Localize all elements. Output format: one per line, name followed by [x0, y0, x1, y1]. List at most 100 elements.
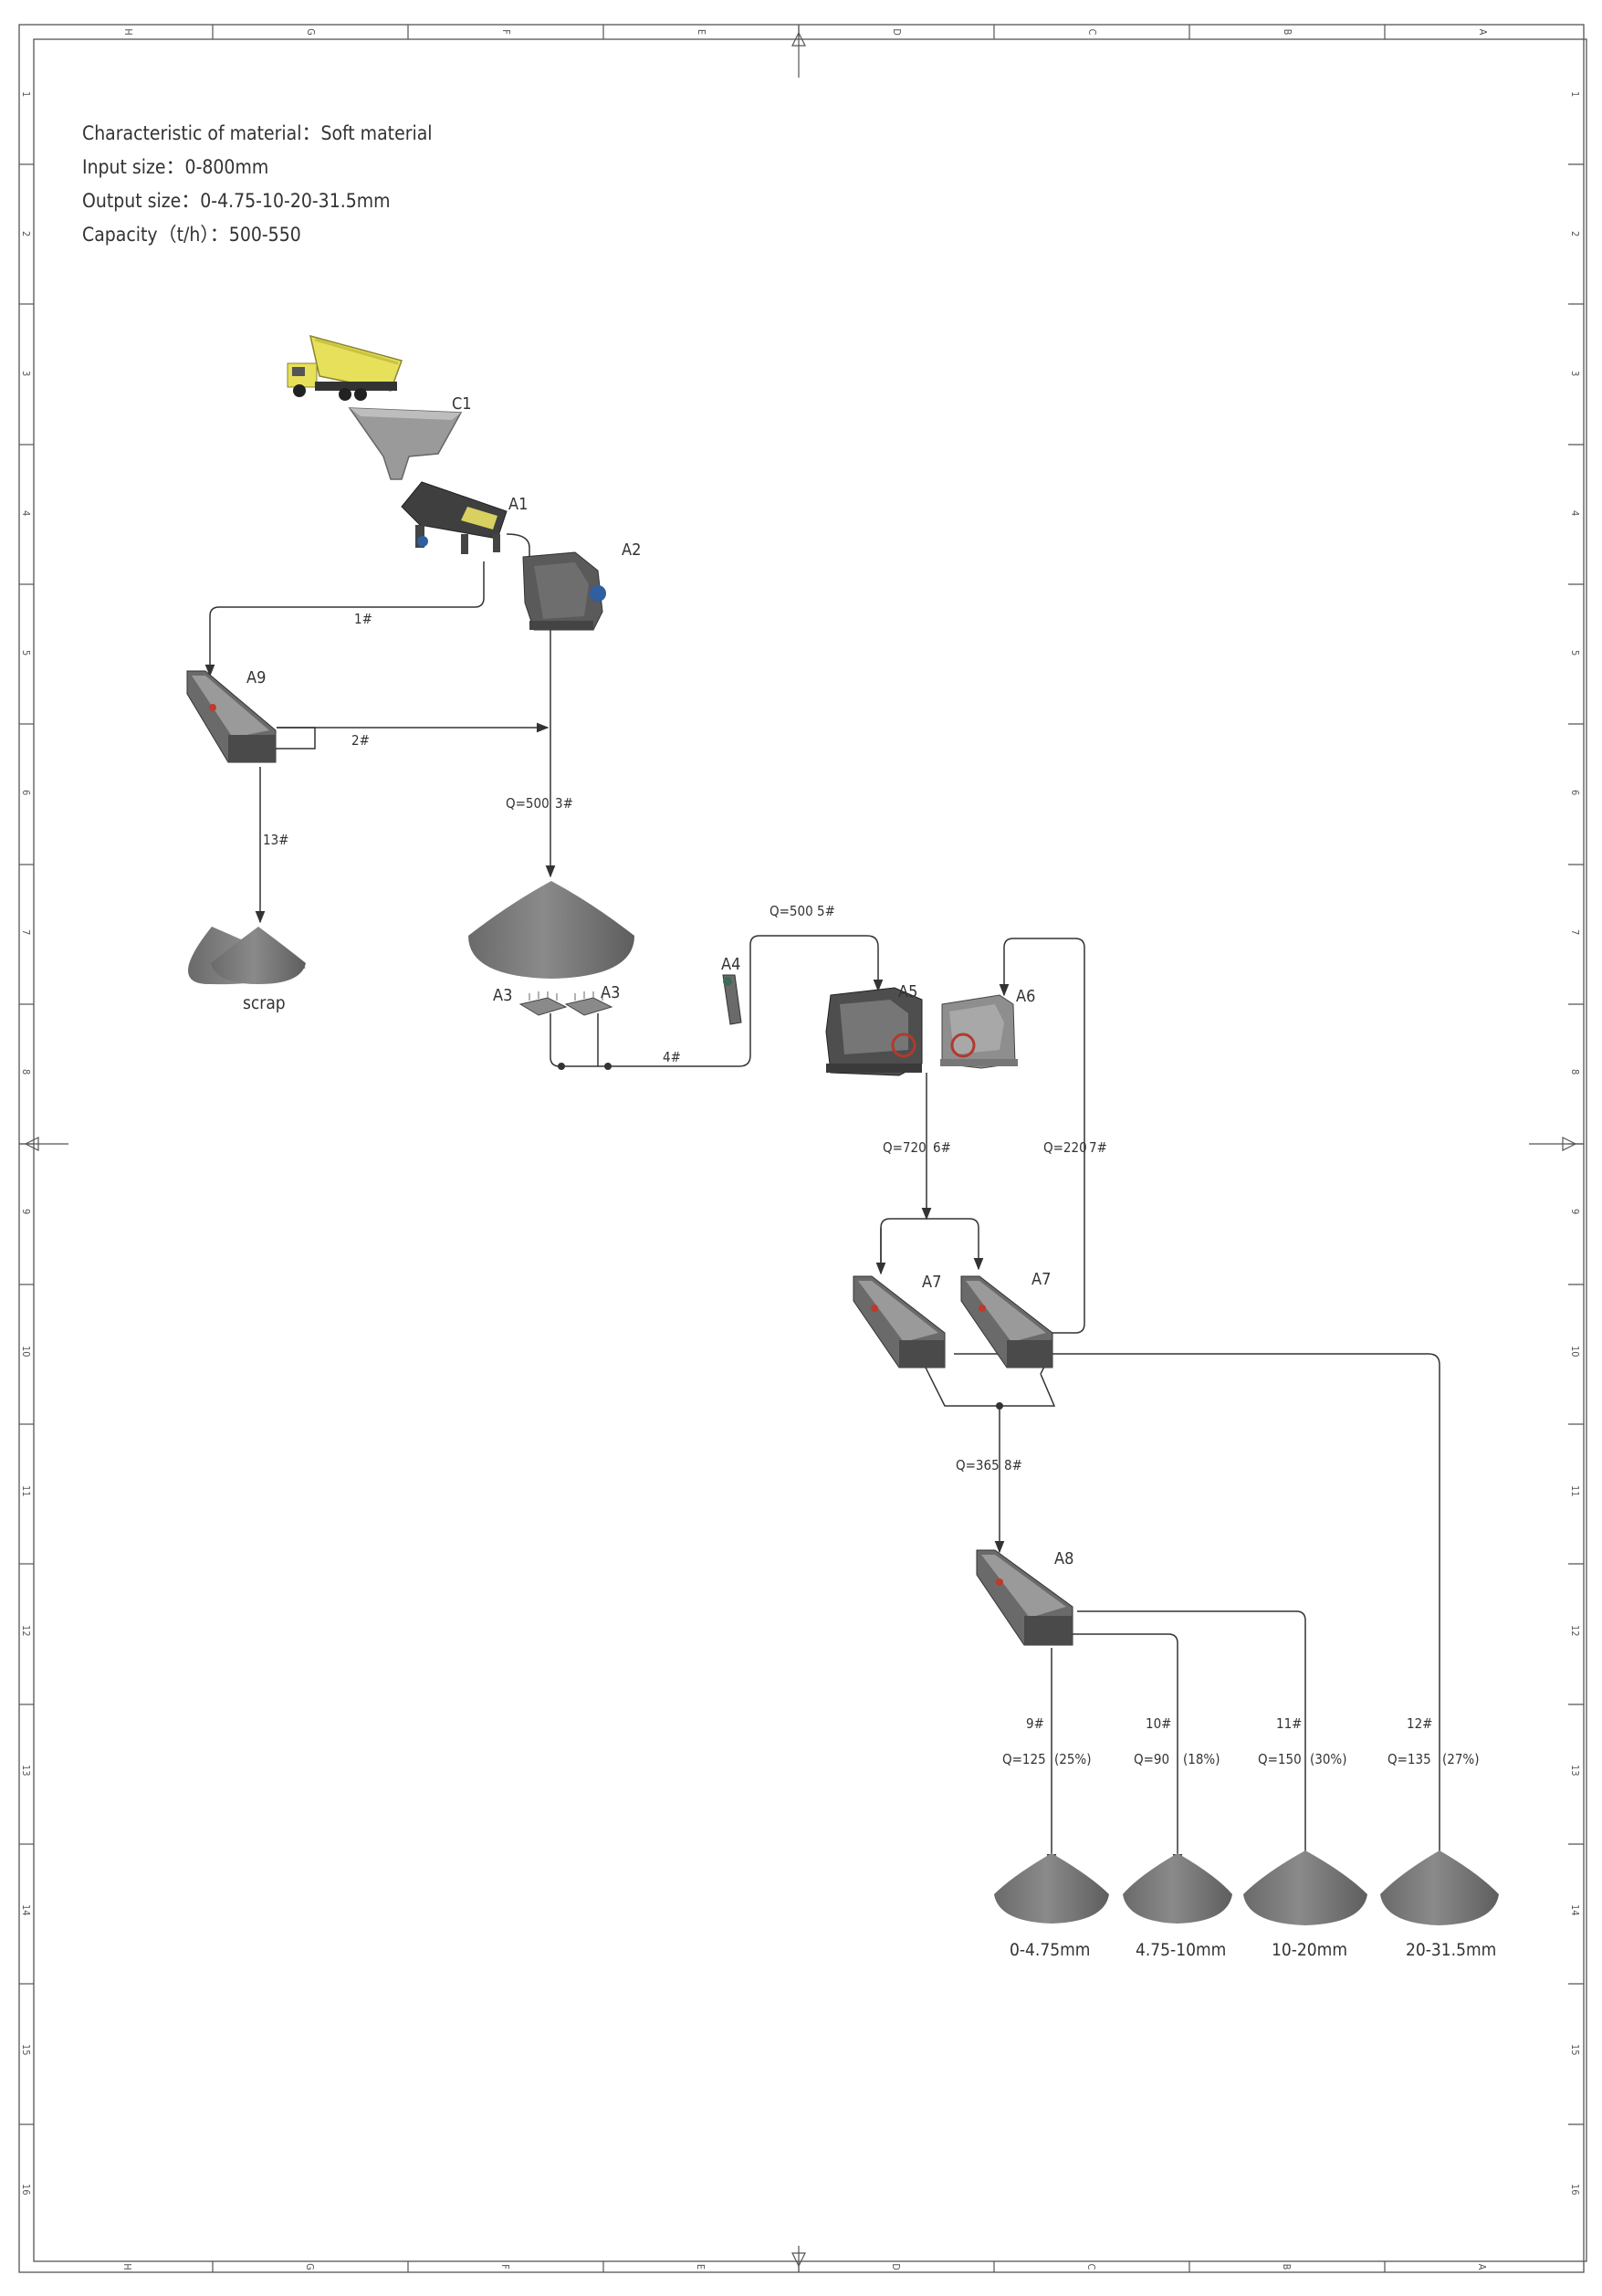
jaw-crusher-icon [522, 551, 606, 631]
product-label-4.75-10: 4.75-10mm [1136, 1940, 1226, 1960]
equipment-labels: C1 A1 A2 A9 A3 A3 A4 A5 A6 A7 A7 A8 [246, 394, 1073, 1568]
input-size: Input size：0-800mm [82, 156, 268, 178]
impact-crusher-a5-icon [825, 987, 923, 1076]
flow-label-8-q: Q=365 [956, 1457, 1000, 1473]
row-label: 2 [20, 231, 32, 236]
row-label: 3 [1569, 371, 1581, 376]
flow-label-10-q: Q=90 [1134, 1751, 1169, 1767]
dump-truck-icon [287, 334, 403, 401]
column-label: G [305, 28, 317, 36]
row-label: 1 [1569, 91, 1581, 97]
product-pile-icon [1243, 1850, 1367, 1925]
flow-line-12 [954, 1353, 1445, 1867]
flow-label-4: 4# [663, 1049, 681, 1065]
product-pile-icon [1380, 1850, 1499, 1925]
row-label: 12 [20, 1625, 32, 1637]
label-a3-right: A3 [601, 983, 620, 1002]
product-labels: scrap 0-4.75mm 4.75-10mm 10-20mm 20-31.5… [243, 993, 1496, 1960]
flow-label-9-pct: (25%) [1054, 1751, 1092, 1767]
column-label: C [1085, 2264, 1097, 2270]
column-label: B [1282, 29, 1293, 36]
flow-label-7-q: Q=220 [1043, 1139, 1087, 1156]
product-label-scrap: scrap [243, 993, 286, 1013]
flow-label-8: 8# [1004, 1457, 1022, 1473]
label-a2: A2 [622, 540, 641, 560]
row-label: 12 [1569, 1625, 1581, 1637]
row-label: 10 [1569, 1346, 1581, 1358]
column-label: H [122, 28, 134, 35]
row-label: 8 [1569, 1069, 1581, 1075]
row-label: 16 [1569, 2184, 1581, 2196]
flow-line-5 [749, 935, 884, 995]
flow-label-12-pct: (27%) [1442, 1751, 1480, 1767]
row-label: 7 [20, 929, 32, 935]
product-pile-icon [994, 1853, 1109, 1924]
flow-label-10-pct: (18%) [1183, 1751, 1220, 1767]
label-a5: A5 [898, 982, 917, 1001]
row-label: 6 [1569, 790, 1581, 795]
vibrating-screen-a7-right-icon [960, 1275, 1053, 1368]
label-a4: A4 [721, 955, 740, 974]
column-label: A [1476, 2264, 1488, 2270]
flow-label-12-q: Q=135 [1387, 1751, 1431, 1767]
row-label: 11 [1569, 1485, 1581, 1497]
row-label: 11 [20, 1485, 32, 1497]
flow-line-4 [550, 995, 751, 1067]
flow-label-6-q: Q=720 [883, 1139, 927, 1156]
flow-label-11-pct: (30%) [1310, 1751, 1347, 1767]
column-label: C [1086, 29, 1098, 36]
vibrating-feeder-a3-icons [518, 991, 613, 1016]
main-stockpile-icon [468, 881, 634, 979]
row-label: 5 [1569, 650, 1581, 655]
flow-label-3: 3# [555, 795, 573, 812]
column-label: G [304, 2263, 316, 2270]
flow-label-13: 13# [263, 832, 288, 848]
flow-label-9-q: Q=125 [1002, 1751, 1046, 1767]
flow-line-a1-a2 [506, 533, 530, 566]
flow-label-10: 10# [1146, 1715, 1171, 1732]
column-label: D [890, 2263, 902, 2270]
drawing-frame [18, 24, 1587, 2273]
row-label: 10 [20, 1346, 32, 1358]
flow-line-6-split [880, 1218, 984, 1271]
flow-label-11: 11# [1276, 1715, 1302, 1732]
product-label-20-31.5: 20-31.5mm [1406, 1940, 1496, 1960]
row-label: 15 [1569, 2044, 1581, 2056]
row-label: 13 [1569, 1765, 1581, 1777]
vibrating-screen-a9-icon [186, 670, 277, 763]
flow-label-5: 5# [817, 903, 835, 919]
column-label: F [499, 2264, 511, 2270]
row-label: 8 [20, 1069, 32, 1075]
stockpiles [188, 881, 1499, 1925]
row-label: 3 [20, 371, 32, 376]
flow-label-3-q: Q=500 [506, 795, 550, 812]
product-label-0-4.75: 0-4.75mm [1010, 1940, 1090, 1960]
column-label: D [891, 28, 903, 36]
row-label: 9 [20, 1209, 32, 1214]
column-label: E [695, 2264, 707, 2270]
row-label: 1 [20, 91, 32, 97]
hopper-icon [348, 407, 463, 480]
row-label: 14 [1569, 1904, 1581, 1916]
process-info: Characteristic of material：Soft material… [82, 122, 433, 246]
product-pile-icon [1123, 1853, 1232, 1924]
column-label: B [1281, 2264, 1293, 2270]
vibrating-feeder-icon [401, 481, 508, 554]
label-a9: A9 [246, 668, 266, 687]
label-c1: C1 [452, 394, 472, 414]
row-label: 14 [20, 1904, 32, 1916]
flow-label-2: 2# [351, 732, 370, 749]
flow-label-7: 7# [1089, 1139, 1107, 1156]
material-characteristic: Characteristic of material：Soft material [82, 122, 433, 144]
label-a6: A6 [1016, 987, 1035, 1006]
vibrating-screen-a7-left-icon [853, 1275, 946, 1368]
flow-label-6: 6# [933, 1139, 951, 1156]
row-label: 2 [1569, 231, 1581, 236]
product-label-10-20: 10-20mm [1272, 1940, 1347, 1960]
row-label: 9 [1569, 1209, 1581, 1214]
row-labels-left: 1 2 3 4 5 6 7 8 9 10 11 12 13 14 15 16 [20, 91, 32, 2196]
label-a7-left: A7 [922, 1273, 941, 1292]
flow-line-7 [999, 938, 1085, 1334]
flow-label-5-q: Q=500 [770, 903, 813, 919]
